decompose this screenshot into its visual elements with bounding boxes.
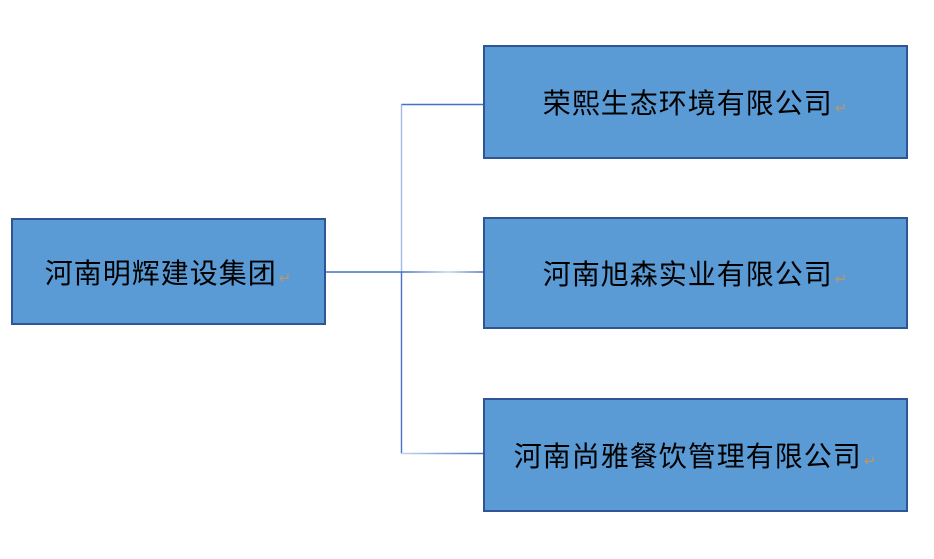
parent-company-name: 河南明辉建设集团 xyxy=(44,257,277,289)
subsidiary-node-2[interactable]: 河南旭森实业有限公司↵ xyxy=(483,217,908,329)
subsidiary-1-name: 荣熙生态环境有限公司 xyxy=(542,88,833,119)
node-label: 河南尚雅餐饮管理有限公司↵ xyxy=(514,435,878,475)
subsidiary-3-name: 河南尚雅餐饮管理有限公司 xyxy=(513,441,862,472)
return-mark-icon: ↵ xyxy=(863,453,878,470)
node-label: 河南明辉建设集团↵ xyxy=(45,252,293,292)
subsidiary-node-1[interactable]: 荣熙生态环境有限公司↵ xyxy=(483,45,908,159)
return-mark-icon: ↵ xyxy=(834,271,849,288)
node-label: 河南旭森实业有限公司↵ xyxy=(543,253,849,293)
return-mark-icon: ↵ xyxy=(834,100,849,117)
return-mark-icon: ↵ xyxy=(278,269,293,287)
subsidiary-node-3[interactable]: 河南尚雅餐饮管理有限公司↵ xyxy=(483,398,908,512)
parent-company-node[interactable]: 河南明辉建设集团↵ xyxy=(11,218,326,325)
node-label: 荣熙生态环境有限公司↵ xyxy=(543,82,849,122)
subsidiary-2-name: 河南旭森实业有限公司 xyxy=(542,259,833,290)
